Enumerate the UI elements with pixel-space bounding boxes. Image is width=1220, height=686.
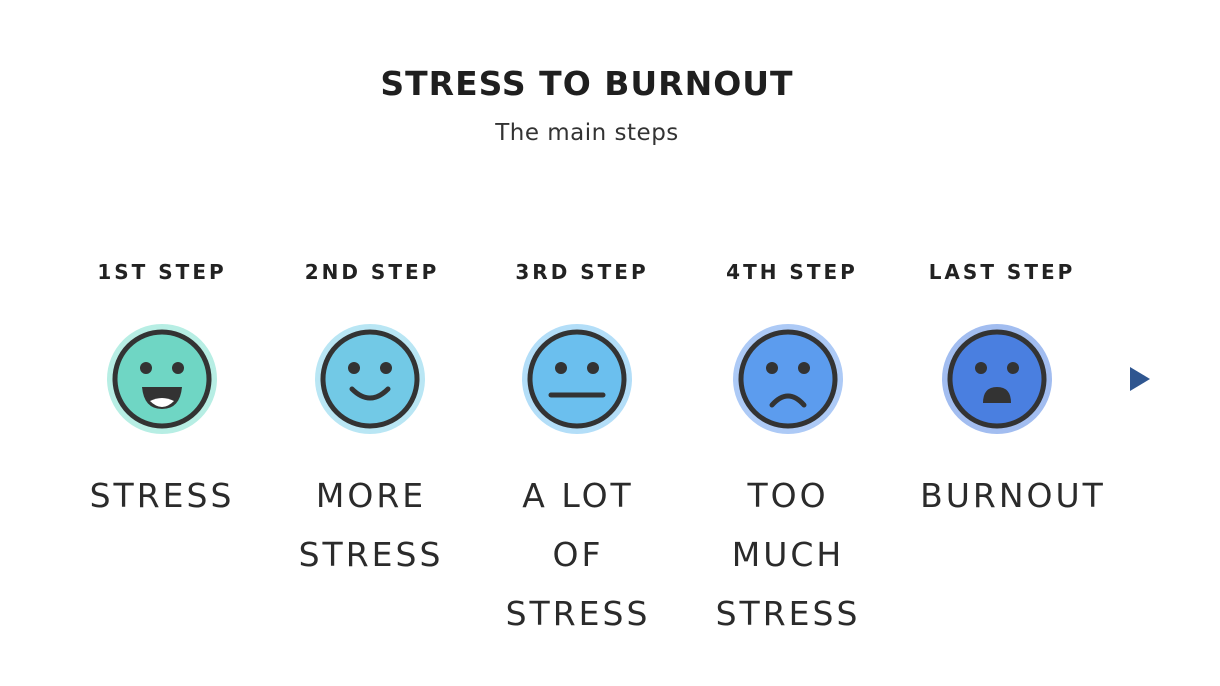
stage-name-4: TOO MUCH STRESS xyxy=(715,476,861,633)
stage-name-1: STRESS xyxy=(89,476,235,515)
stage-name-3: A LOT OF STRESS xyxy=(505,476,651,633)
step-label-4: 4TH STEP xyxy=(726,260,858,284)
stage-name-5: BURNOUT xyxy=(920,476,1106,515)
shocked-face-icon xyxy=(942,324,1052,434)
smile-face-icon xyxy=(315,324,425,434)
step-label-5: LAST STEP xyxy=(928,260,1076,284)
step-label-1: 1ST STEP xyxy=(97,260,227,284)
page-title: STRESS TO BURNOUT xyxy=(380,64,794,103)
step-label-3: 3RD STEP xyxy=(515,260,649,284)
sad-face-icon xyxy=(733,324,843,434)
neutral-face-icon xyxy=(522,324,632,434)
stage-name-2: MORE STRESS xyxy=(298,476,444,574)
arrow-head-icon xyxy=(1130,367,1150,391)
big-smile-face-icon xyxy=(107,324,217,434)
page-subtitle: The main steps xyxy=(495,120,679,146)
step-label-2: 2ND STEP xyxy=(304,260,440,284)
